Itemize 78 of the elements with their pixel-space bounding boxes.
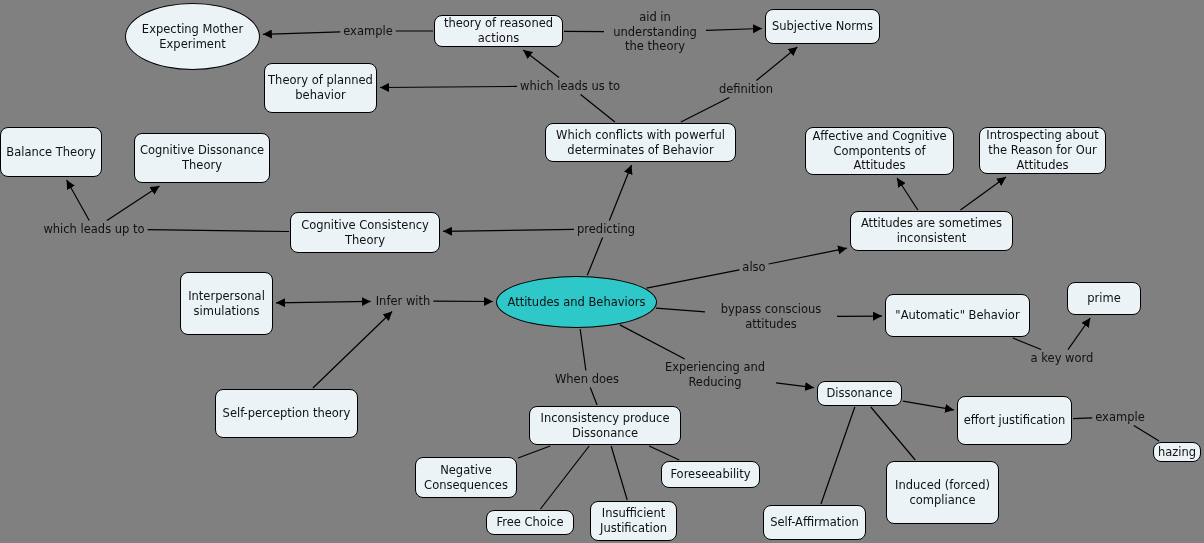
- connector-line: [395, 30, 434, 32]
- connector-line: [610, 445, 628, 501]
- linking-phrase: Infer with: [373, 293, 433, 309]
- linking-phrase: predicting: [575, 221, 637, 237]
- connector-line: [870, 406, 916, 461]
- connector-line: [586, 236, 604, 276]
- arrow: [896, 177, 919, 211]
- concept-box: Cognitive Dissonance Theory: [134, 133, 270, 183]
- concept-box: Foreseeability: [661, 461, 760, 488]
- concept-box: Self-Affirmation: [763, 505, 866, 540]
- concept-box: Subjective Norms: [765, 9, 880, 44]
- concept-box: Balance Theory: [0, 127, 102, 177]
- arrow: [262, 29, 341, 39]
- linking-phrase: example: [341, 23, 395, 39]
- connector-line: [1072, 417, 1093, 420]
- connector-line: [648, 445, 680, 461]
- arrow: [768, 245, 848, 265]
- arrow: [1067, 317, 1091, 351]
- concept-ellipse: Attitudes and Behaviors: [496, 276, 657, 328]
- arrow: [312, 310, 393, 389]
- concept-box: Attitudes are sometimes inconsistent: [850, 211, 1013, 251]
- arrow: [522, 49, 560, 79]
- concept-box: Free Choice: [486, 510, 574, 535]
- concept-box: Inconsistency produce Dissonance: [529, 406, 681, 445]
- connector-line: [655, 307, 706, 313]
- connector-line: [820, 406, 856, 505]
- concept-box: hazing: [1153, 442, 1201, 462]
- concept-box: Insufficient Justification: [590, 501, 677, 541]
- connector-line: [589, 386, 598, 406]
- arrow: [959, 176, 1007, 211]
- concept-box: prime: [1067, 282, 1141, 315]
- arrow: [902, 400, 955, 413]
- arrow: [775, 382, 815, 391]
- concept-box: Dissonance: [817, 381, 902, 406]
- connector-line: [517, 445, 551, 459]
- linking-phrase: example: [1093, 409, 1147, 425]
- arrow: [275, 297, 372, 308]
- concept-box: effort justification: [957, 396, 1072, 445]
- concept-box: "Automatic" Behavior: [885, 294, 1030, 337]
- concept-box: Which conflicts with powerful determinates of Behavior: [545, 123, 736, 162]
- arrow: [705, 24, 763, 34]
- connector-line: [1012, 337, 1042, 351]
- connector-line: [539, 445, 590, 510]
- concept-box: Theory of planned behavior: [264, 63, 377, 113]
- concept-ellipse: Expecting Mother Experiment: [125, 3, 260, 70]
- connector-line: [579, 93, 616, 123]
- concept-box: theory of reasoned actions: [434, 15, 563, 47]
- linking-phrase: which leads up to: [41, 221, 147, 237]
- connector-line: [619, 324, 686, 360]
- connector-line: [680, 96, 730, 123]
- concept-box: Self-perception theory: [215, 389, 358, 438]
- concept-box: Interpersonal simulations: [180, 272, 273, 335]
- linking-phrase: which leads us to: [518, 78, 622, 94]
- concept-box: Induced (forced) compliance: [886, 461, 999, 524]
- arrow: [66, 179, 90, 222]
- concept-box: Cognitive Consistency Theory: [290, 212, 440, 253]
- arrow: [442, 226, 575, 236]
- concept-box: Affective and Cognitive Compontents of Attitudes: [805, 127, 954, 175]
- arrow: [608, 164, 633, 222]
- concept-box: Negative Consequences: [415, 457, 517, 498]
- linking-phrase: also: [740, 259, 768, 275]
- linking-phrase: When does: [552, 371, 622, 387]
- connector-line: [563, 30, 605, 33]
- linking-phrase: definition: [716, 81, 776, 97]
- linking-phrase: aid in understanding the theory: [605, 9, 705, 55]
- connector-line: [645, 269, 740, 289]
- arrow: [836, 311, 883, 321]
- connector-line: [147, 229, 290, 233]
- connector-line: [579, 328, 587, 372]
- arrow: [379, 82, 518, 92]
- linking-phrase: a key word: [1028, 350, 1096, 366]
- arrow: [755, 46, 798, 82]
- arrow: [106, 185, 160, 222]
- arrow: [432, 296, 494, 306]
- concept-box: Introspecting about the Reason for Our Attitudes: [979, 127, 1106, 174]
- linking-phrase: Experiencing and Reducing: [655, 360, 775, 390]
- connector-line: [1133, 424, 1160, 442]
- linking-phrase: bypass conscious attitudes: [706, 302, 836, 332]
